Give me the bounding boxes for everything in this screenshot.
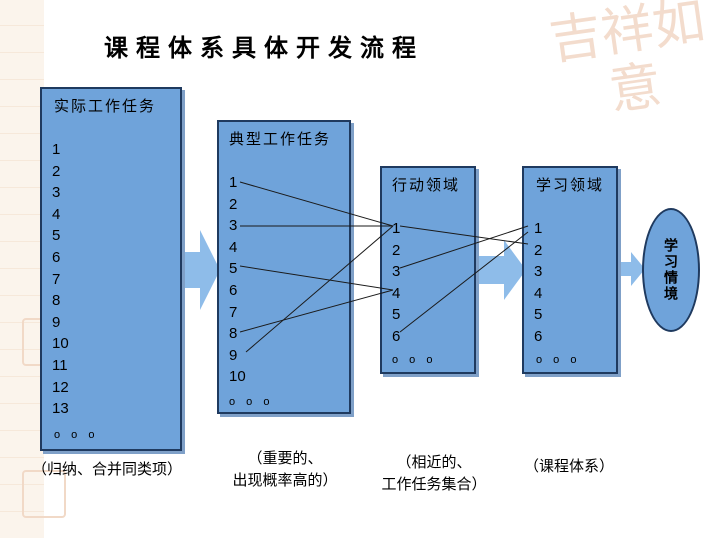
- learning-situation-oval: 学习情境: [642, 208, 700, 332]
- list-item: 4: [392, 284, 401, 302]
- caption-line: （相近的、: [396, 454, 472, 471]
- list-item: 3: [52, 184, 61, 202]
- list-item: 3: [229, 217, 238, 235]
- typical-tasks-box: 典型工作任务 1 2 3 4 5 6 7 8 9 10 o o o: [217, 120, 351, 414]
- list-item: 1: [534, 220, 543, 237]
- list-item: 2: [392, 241, 401, 259]
- list-item: 5: [534, 306, 543, 324]
- list-item: 7: [52, 270, 61, 288]
- list-item: 2: [534, 241, 543, 259]
- caption-line: 工作任务集合）: [381, 476, 487, 493]
- list-item: 9: [52, 313, 61, 331]
- mapping-line: [239, 289, 394, 333]
- list-item: 1: [392, 220, 401, 237]
- decorative-left-strip: [0, 0, 44, 538]
- list-item: 3: [392, 263, 401, 281]
- mapping-line: [399, 225, 529, 269]
- caption-line: （重要的、: [247, 450, 323, 467]
- box-header: 典型工作任务: [229, 130, 332, 148]
- field-list: 1 2 3 4 5 6: [392, 218, 400, 348]
- seal-stamp-icon: [22, 470, 66, 518]
- actual-tasks-box: 实际工作任务 1 2 3 4 5 6 7 8 9 10 11 12 13 o o…: [40, 87, 182, 451]
- action-fields-caption: （相近的、 工作任务集合）: [366, 452, 502, 496]
- right-arrow-icon: [178, 230, 220, 310]
- mapping-line: [245, 225, 394, 353]
- list-item: 4: [52, 205, 61, 223]
- right-arrow-icon: [613, 252, 645, 286]
- box-header: 实际工作任务: [54, 97, 157, 115]
- list-item: 6: [229, 281, 238, 299]
- list-item: 3: [534, 263, 543, 281]
- actual-tasks-caption: （归纳、合并同类项）: [31, 461, 182, 478]
- action-fields-box: 行动领域 1 2 3 4 5 6 o o o: [380, 166, 476, 374]
- more-indicator: o o o: [392, 354, 437, 366]
- list-item: 10: [229, 368, 246, 386]
- more-indicator: o o o: [536, 354, 581, 366]
- task-list: 1 2 3 4 5 6 7 8 9 10: [229, 172, 246, 388]
- list-item: 5: [229, 260, 238, 278]
- mapping-line: [239, 265, 394, 291]
- right-arrow-icon: [472, 240, 526, 300]
- learning-fields-caption: （课程体系）: [523, 458, 614, 475]
- mapping-line: [239, 181, 394, 227]
- list-item: 13: [52, 400, 69, 418]
- list-item: 9: [229, 346, 238, 364]
- box-header: 行动领域: [392, 176, 461, 194]
- caption-line: 出现概率高的）: [232, 472, 338, 489]
- learning-situation-label: 学习情境: [663, 238, 679, 302]
- page-title: 课程体系具体开发流程: [104, 34, 424, 62]
- list-item: 12: [52, 378, 69, 396]
- list-item: 7: [229, 303, 238, 321]
- list-item: 6: [52, 248, 61, 266]
- mapping-line: [399, 231, 529, 333]
- list-item: 10: [52, 335, 69, 353]
- list-item: 6: [534, 327, 543, 345]
- more-indicator: o o o: [54, 429, 99, 441]
- list-item: 1: [229, 174, 238, 191]
- typical-tasks-caption: （重要的、 出现概率高的）: [210, 448, 360, 492]
- list-item: 5: [52, 227, 61, 245]
- list-item: 4: [534, 284, 543, 302]
- list-item: 8: [52, 292, 61, 310]
- more-indicator: o o o: [229, 396, 274, 408]
- learning-fields-box: 学习领域 1 2 3 4 5 6 o o o: [522, 166, 618, 374]
- list-item: 2: [229, 195, 238, 213]
- list-item: 4: [229, 238, 238, 256]
- list-item: 2: [52, 162, 61, 180]
- list-item: 1: [52, 141, 61, 158]
- list-item: 8: [229, 325, 238, 343]
- list-item: 5: [392, 306, 401, 324]
- list-item: 11: [52, 356, 68, 374]
- task-list: 1 2 3 4 5 6 7 8 9 10 11 12 13: [52, 139, 69, 420]
- box-header: 学习领域: [536, 176, 605, 194]
- field-list: 1 2 3 4 5 6: [534, 218, 542, 348]
- list-item: 6: [392, 327, 401, 345]
- mapping-line: [399, 225, 529, 245]
